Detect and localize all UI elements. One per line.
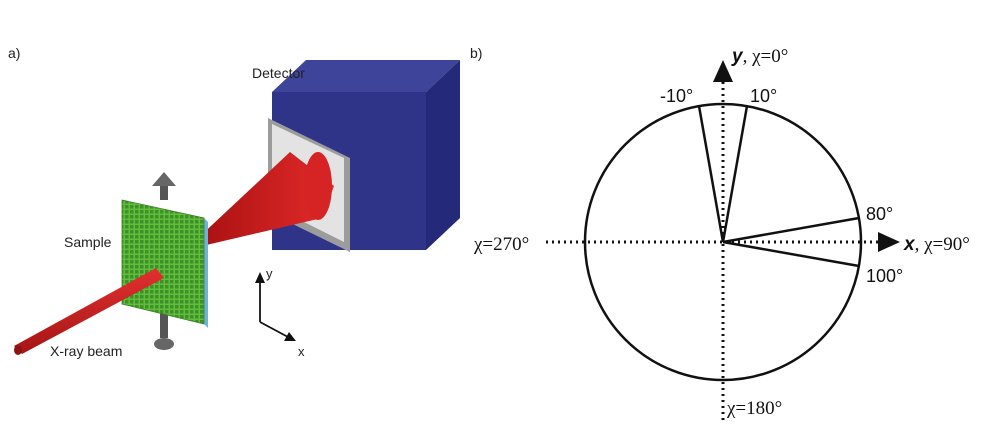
xray-beam-end [14,345,22,355]
holder-post-top [160,178,168,200]
axis-x-arrowhead [878,232,900,252]
triad-x-label: x [298,344,305,359]
detector-top-face [272,60,460,92]
sample-holder [152,172,176,350]
angle-label-plus100: 100° [866,266,903,286]
axis-y-chi: , χ=0° [743,46,789,67]
beam-label: X-ray beam [50,343,122,359]
sample-back-edge [204,218,208,328]
holder-cap-bottom [154,338,174,350]
detector-label: Detector [252,65,305,81]
bottom-chi-label: χ=180° [726,398,782,419]
angle-label-plus10: 10° [750,86,777,106]
cone-end [304,152,332,220]
triad-x-axis [259,321,289,338]
axis-x-chi: , χ=90° [915,234,970,255]
angle-label-minus10: -10° [660,86,693,106]
axis-y-bold: y [731,46,744,67]
axis-y-label: y, χ=0° [731,46,788,67]
sector-line-plus80 [722,216,860,244]
axis-x-bold: x [903,234,916,255]
xray-beam [14,268,164,354]
left-chi-label: χ=270° [473,234,529,255]
sector-line-plus10 [721,105,749,243]
triad-y-label: y [266,266,273,281]
sector-line-plus100 [722,240,860,268]
axis-y-arrowhead [713,60,733,82]
diffraction-cone [196,152,334,246]
sector-lines [697,105,860,268]
axis-x-label: x, χ=90° [903,234,970,255]
sector-line-minus10 [697,105,725,243]
panel-b-label: b) [470,45,482,61]
triad-x-arrow [284,332,296,341]
panel-b: b) y, χ=0° x, χ=90° χ=270° χ=180° -10° 1… [470,45,970,420]
holder-cap-top [152,172,176,186]
detector-side-face [426,60,460,250]
panel-a: a) Detector Sample X-ray beam [8,45,460,359]
sample [121,199,205,325]
sample-label: Sample [64,234,112,250]
coordinate-triad: y x [255,266,305,359]
chi-circle [583,102,863,382]
panel-a-label: a) [8,45,20,61]
holder-post-bottom [160,312,168,338]
triad-y-arrow [255,272,265,283]
angle-label-plus80: 80° [866,204,893,224]
